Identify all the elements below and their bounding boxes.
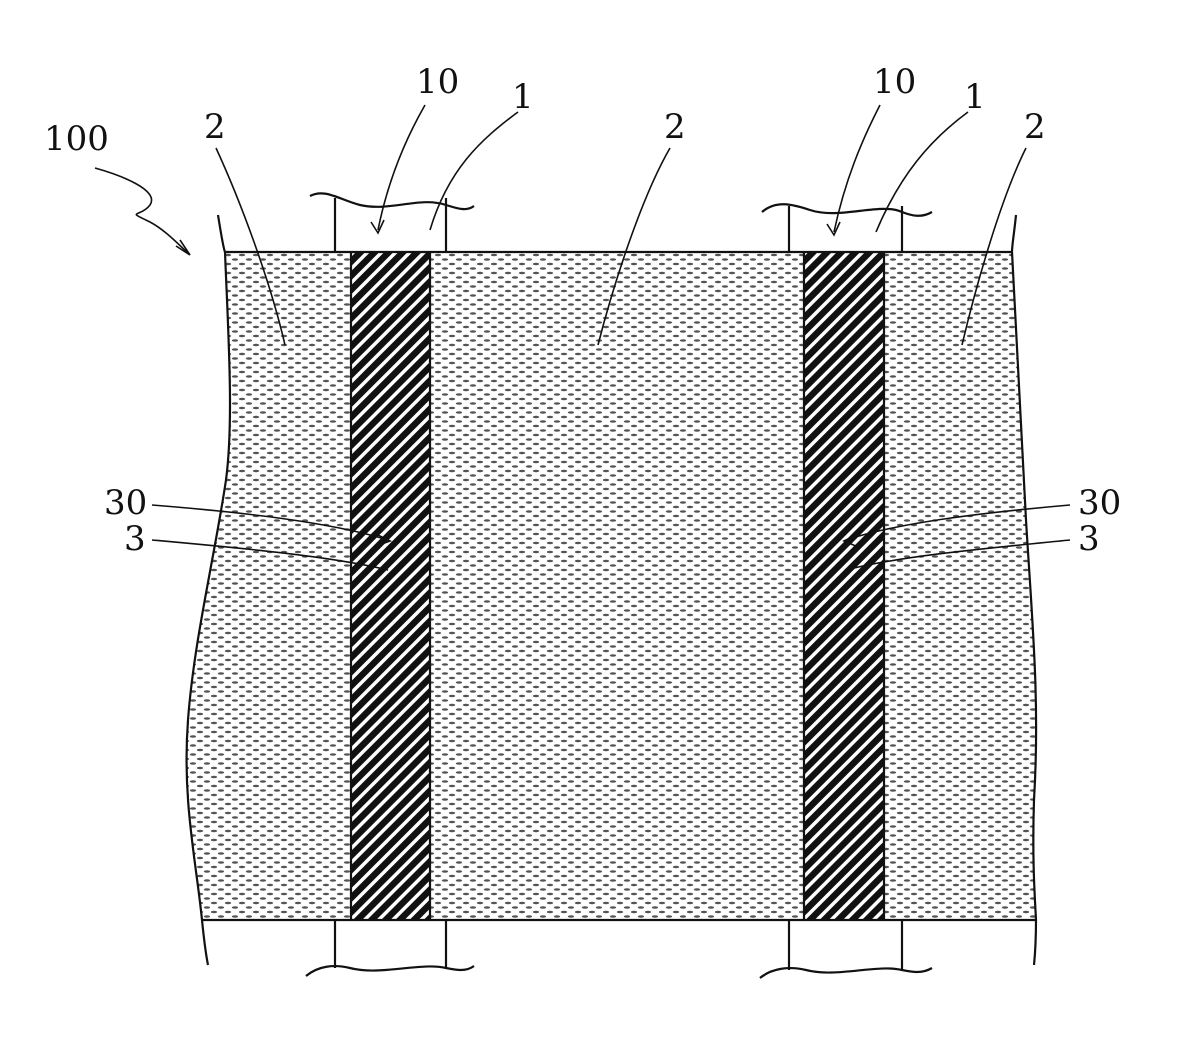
leader-2-center <box>597 147 671 346</box>
joint-strip-left <box>351 252 430 920</box>
label-1-right: 1 <box>964 77 986 117</box>
left-edge <box>185 214 232 966</box>
top-tab-left <box>309 192 475 252</box>
label-100: 100 <box>44 119 109 159</box>
joint-strip-right <box>804 252 884 920</box>
leader-1-left <box>429 111 519 231</box>
label-30-right: 30 <box>1078 483 1121 523</box>
top-tab-right <box>761 203 933 252</box>
leader-100 <box>94 167 189 254</box>
label-10-left: 10 <box>416 62 459 102</box>
leader-10-right <box>833 104 881 233</box>
leader-2-right <box>961 147 1027 346</box>
bottom-tab-right <box>759 920 933 979</box>
label-2-right: 2 <box>1024 107 1046 147</box>
label-2-left: 2 <box>204 107 226 147</box>
leader-3-right <box>845 539 1071 571</box>
leader-3-left <box>151 539 389 571</box>
label-3-right: 3 <box>1078 519 1100 559</box>
leader-1-right <box>875 111 969 233</box>
label-3-left: 3 <box>124 519 146 559</box>
label-30-left: 30 <box>104 483 147 523</box>
leader-30-left <box>151 504 389 541</box>
leader-10-left <box>377 104 426 231</box>
label-10-right: 10 <box>873 62 916 102</box>
right-edge <box>1010 214 1038 966</box>
leader-2-left <box>215 147 286 346</box>
layer-body <box>186 252 1037 920</box>
leader-30-right <box>845 504 1071 541</box>
label-1-left: 1 <box>512 77 534 117</box>
label-2-center: 2 <box>664 107 686 147</box>
bottom-tab-left <box>305 920 475 977</box>
